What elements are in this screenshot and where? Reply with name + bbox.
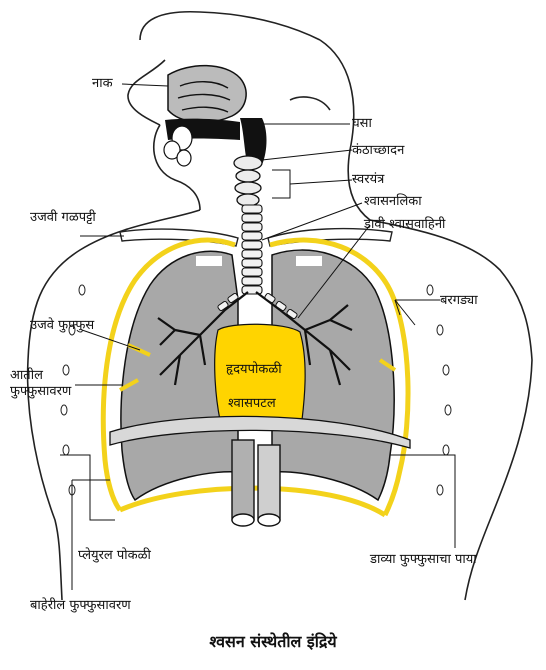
mouth-region	[163, 118, 240, 167]
heart-cavity	[214, 323, 306, 421]
label-epiglottis: कंठाच्छादन	[352, 143, 405, 158]
larynx	[233, 155, 263, 207]
label-right-collarbone: उजवी गळपट्टी	[30, 210, 96, 225]
label-trachea: श्वासनलिका	[364, 194, 422, 209]
diaphragm	[109, 415, 411, 449]
label-left-lung-base: डाव्या फुफ्फुसाचा पाया	[370, 552, 477, 567]
diagram-caption: श्वसन संस्थेतील इंद्रिये	[209, 632, 337, 651]
label-inner-pleura: आतील फुफ्फुसावरण	[10, 368, 72, 399]
label-nose: नाक	[92, 76, 113, 91]
trachea	[241, 204, 263, 295]
label-outer-pleura: बाहेरील फुफ्फुसावरण	[30, 598, 131, 613]
bronchial-tree	[157, 291, 353, 386]
body-outline	[26, 10, 533, 601]
lung-apex-highlight	[296, 256, 322, 266]
label-diaphragm: श्वासपटल	[228, 396, 276, 411]
bronchi-rings	[217, 292, 298, 320]
label-heart-cavity: हृदयपोकळी	[226, 362, 282, 377]
lung-apex-highlight	[196, 256, 222, 266]
rib-markers	[60, 284, 452, 496]
label-pharynx: घसा	[352, 116, 372, 131]
leader-lines	[60, 83, 456, 590]
nasal-cavity	[167, 64, 247, 123]
lower-tubes	[231, 439, 281, 527]
label-right-lung: उजवे फुफ्फुस	[30, 318, 95, 333]
label-pleural-cavity: प्लेयुरल पोकळी	[78, 548, 151, 563]
label-ribs: बरगड्या	[440, 293, 478, 308]
label-left-bronchus: डावी श्वासवाहिनी	[364, 217, 446, 232]
label-larynx: स्वरयंत्र	[352, 172, 385, 187]
